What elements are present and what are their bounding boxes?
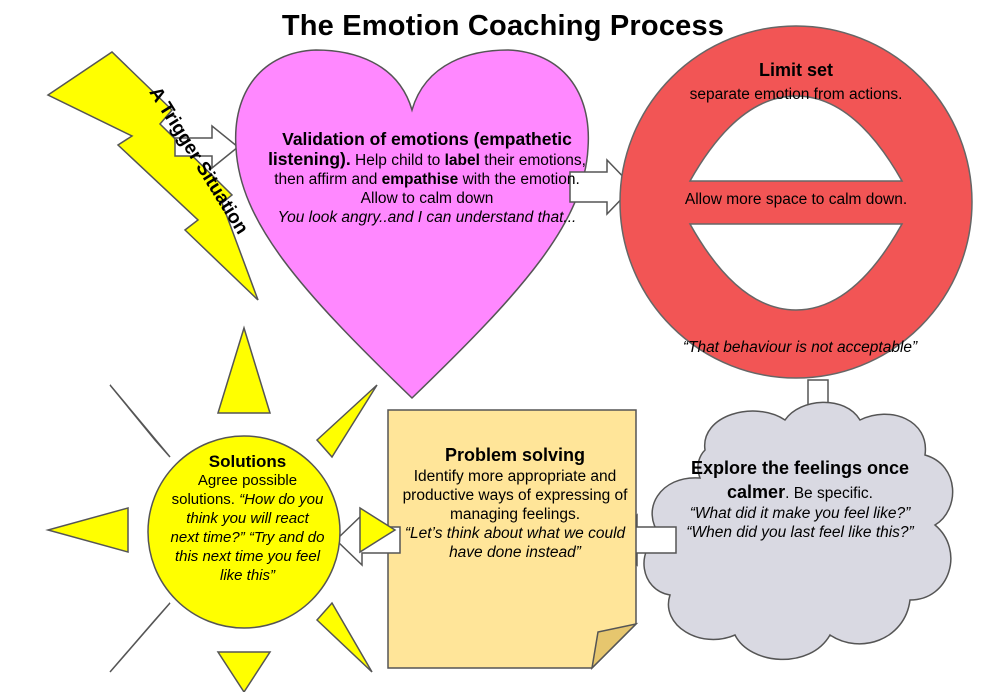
validation-after-empathise: with the emotion. Allow to calm down <box>360 171 580 207</box>
explore-title: Explore the feelings once calmer <box>690 458 910 502</box>
validation-help: Help child to <box>350 152 445 169</box>
sun-ray-top-left <box>109 384 171 458</box>
validation-empathise-word: empathise <box>381 171 459 188</box>
sun-ray-right <box>359 506 397 554</box>
sun-rays <box>45 325 397 692</box>
sun-ray-bottom-right <box>315 601 373 673</box>
explore-quote-1: “What did it make you feel like?” <box>689 505 911 522</box>
validation-quote: You look angry..and I can understand tha… <box>277 209 577 226</box>
limit-stop-circle <box>619 25 973 379</box>
solutions-sun-circle <box>147 435 341 629</box>
sun-ray-top <box>216 325 272 414</box>
solutions-quote: “How do you think you will react next ti… <box>170 491 325 584</box>
problem-title: Problem solving <box>444 445 586 465</box>
sun-ray-bottom <box>216 651 272 692</box>
limit-quote: “That behaviour is not acceptable” <box>682 339 918 356</box>
problem-quote: “Let’s think about what we could have do… <box>404 525 626 561</box>
arrow-trigger-to-heart <box>174 124 240 170</box>
trigger-lightning-shape <box>46 51 259 301</box>
validation-heading: Validation of emotions (empathetic liste… <box>268 129 572 169</box>
limit-subtitle: separate emotion from actions. <box>689 86 903 103</box>
validation-heart-shape <box>234 49 590 400</box>
problem-text: Problem solving Identify more appropriat… <box>395 446 635 562</box>
explore-quote-2: “When did you last feel like this?” <box>686 524 914 541</box>
limit-middle-text: Allow more space to calm down. <box>684 191 908 208</box>
sun-ray-bottom-left <box>109 602 171 673</box>
diagram-title: The Emotion Coaching Process <box>281 10 725 42</box>
limit-lower-window <box>688 223 904 311</box>
sun-ray-left <box>45 507 129 553</box>
solutions-text: Solutions Agree possible solutions. “How… <box>170 452 325 585</box>
limit-title: Limit set <box>758 60 833 80</box>
problem-note-fold <box>590 622 639 671</box>
validation-label-word: label <box>444 152 480 169</box>
solutions-body: Agree possible solutions. <box>171 472 298 508</box>
solutions-title: Solutions <box>208 452 287 471</box>
limit-upper-window <box>688 95 904 182</box>
validation-text: Validation of emotions (empathetic liste… <box>268 130 586 227</box>
explore-text: Explore the feelings once calmer. Be spe… <box>680 456 920 542</box>
problem-body: Identify more appropriate and productive… <box>402 468 628 523</box>
validation-after-label: their emotions, then affirm and <box>274 152 586 188</box>
explore-tail: . Be specific. <box>785 485 873 502</box>
sun-ray-top-right <box>315 384 378 459</box>
